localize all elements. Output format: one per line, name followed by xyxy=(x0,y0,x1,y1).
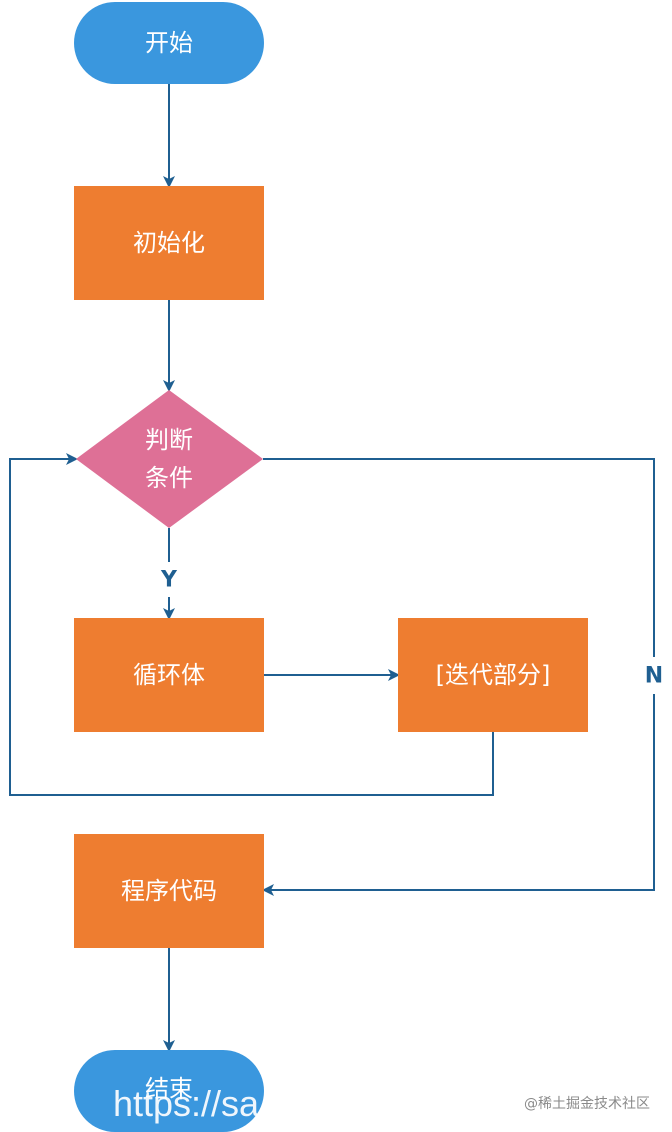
nodes: 开始 初始化 判断 条件 Y 循环体 [迭代部分] N 程序代码 结束 xyxy=(74,2,663,1132)
start-terminator xyxy=(74,2,264,84)
init-label: 初始化 xyxy=(133,229,205,257)
condition-label-line-1: 判断 xyxy=(145,426,193,454)
yes-label: Y xyxy=(160,568,178,593)
start-label: 开始 xyxy=(145,29,193,57)
iteration-process-box xyxy=(398,618,588,732)
edge-condition-to-program-code-arrow xyxy=(262,694,655,896)
edges xyxy=(9,84,655,1052)
program-code-label: 程序代码 xyxy=(121,877,217,905)
loop-body-process-box xyxy=(74,618,264,732)
condition-label-line-2: 条件 xyxy=(145,464,193,492)
source-watermark: @稀土掘金技术社区 xyxy=(524,1096,650,1112)
condition-decision xyxy=(76,390,263,528)
program-code-process-box xyxy=(74,834,264,948)
edge-iteration-back-to-condition xyxy=(9,453,494,796)
init-process-box xyxy=(74,186,264,300)
loop-body-label: 循环体 xyxy=(133,661,205,689)
url-overlay-text: https://sa xyxy=(113,1083,260,1124)
edge-condition-to-program-code xyxy=(263,458,655,657)
end-terminator xyxy=(74,1050,264,1132)
no-label: N xyxy=(645,664,663,689)
iteration-label: [迭代部分] xyxy=(436,661,551,689)
end-label: 结束 xyxy=(145,1075,193,1103)
